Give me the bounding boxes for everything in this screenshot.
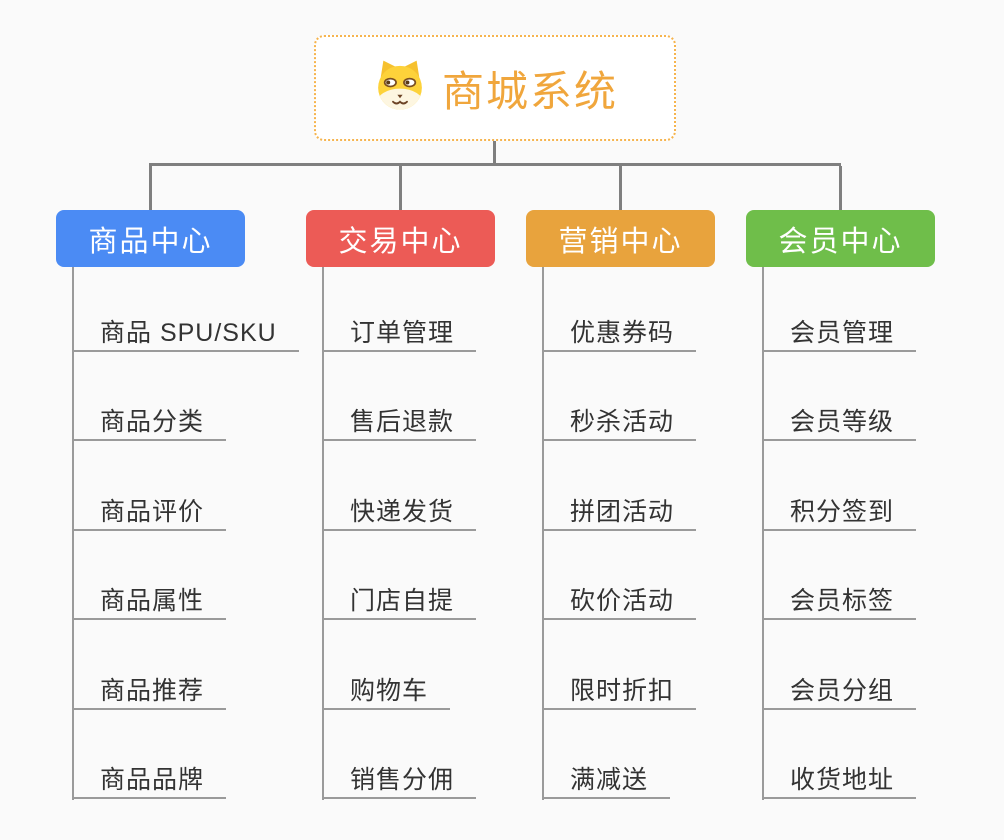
connector-branch-vline	[542, 267, 544, 800]
child-node[interactable]: 秒杀活动	[542, 405, 697, 441]
child-node[interactable]: 商品属性	[72, 584, 227, 620]
child-node[interactable]: 满减送	[542, 763, 671, 799]
connector-drop	[149, 166, 152, 210]
branch-header[interactable]: 商品中心	[56, 210, 245, 267]
child-node[interactable]: 拼团活动	[542, 495, 697, 531]
branch-header[interactable]: 会员中心	[746, 210, 935, 267]
connector-branch-vline	[762, 267, 764, 800]
child-node[interactable]: 售后退款	[322, 405, 477, 441]
connector-drop	[839, 166, 842, 210]
child-node[interactable]: 商品分类	[72, 405, 227, 441]
child-node[interactable]: 砍价活动	[542, 584, 697, 620]
child-node[interactable]: 积分签到	[762, 495, 917, 531]
child-node[interactable]: 优惠券码	[542, 316, 697, 352]
child-node[interactable]: 会员等级	[762, 405, 917, 441]
child-node[interactable]: 会员分组	[762, 674, 917, 710]
child-node[interactable]: 商品品牌	[72, 763, 227, 799]
branch-header[interactable]: 营销中心	[526, 210, 715, 267]
connector-branch-vline	[72, 267, 74, 800]
dog-face-icon	[372, 58, 428, 119]
child-node[interactable]: 会员标签	[762, 584, 917, 620]
branch-header[interactable]: 交易中心	[306, 210, 495, 267]
connector-horizontal-bar	[149, 163, 841, 166]
child-node[interactable]: 限时折扣	[542, 674, 697, 710]
root-title: 商城系统	[441, 67, 618, 115]
child-node[interactable]: 商品 SPU/SKU	[72, 316, 299, 352]
child-node[interactable]: 门店自提	[322, 584, 477, 620]
connector-branch-vline	[322, 267, 324, 800]
child-node[interactable]: 销售分佣	[322, 763, 477, 799]
connector-drop	[399, 166, 402, 210]
child-node[interactable]: 商品评价	[72, 495, 227, 531]
child-node[interactable]: 购物车	[322, 674, 451, 710]
child-node[interactable]: 收货地址	[762, 763, 917, 799]
child-node[interactable]: 订单管理	[322, 316, 477, 352]
child-node[interactable]: 商品推荐	[72, 674, 227, 710]
child-node[interactable]: 快递发货	[322, 495, 477, 531]
child-node[interactable]: 会员管理	[762, 316, 917, 352]
root-node[interactable]: 商城系统	[314, 35, 676, 141]
connector-root-stem	[493, 141, 496, 164]
connector-drop	[619, 166, 622, 210]
